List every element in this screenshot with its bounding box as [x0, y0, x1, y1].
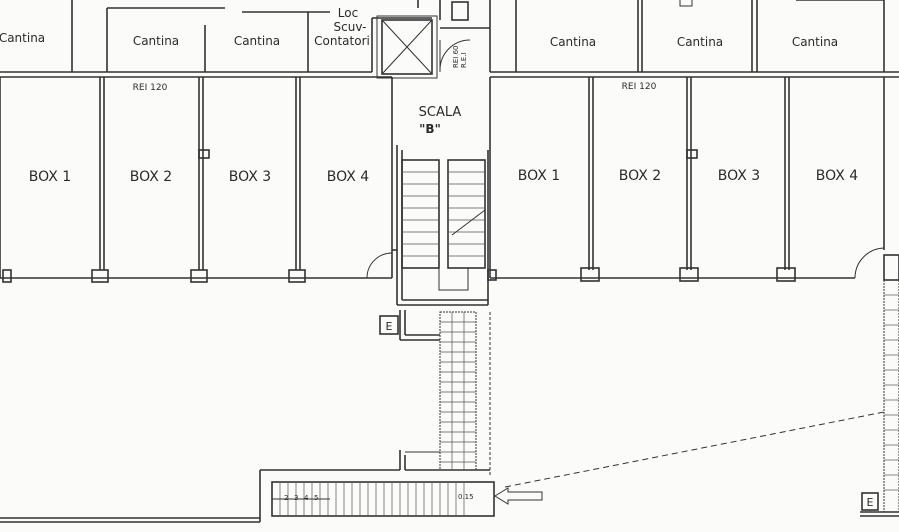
cantina-label: Cantina [677, 35, 723, 49]
loc-label-line2: Scuv- [334, 20, 367, 34]
rei-door-label: REI 60 [452, 46, 460, 68]
cantina-label: Cantina [792, 35, 838, 49]
loc-label-line3: Contatori [314, 34, 370, 48]
step-number: 3 [294, 494, 298, 502]
ramp-slope-label: 0.15 [458, 493, 474, 501]
box-label: BOX 4 [816, 168, 859, 184]
box-row-right [489, 77, 899, 282]
elevator-shaft [381, 19, 433, 75]
box-label: BOX 1 [29, 169, 71, 185]
stair-b: SCALA "B" [366, 105, 497, 306]
exit-marker [379, 315, 399, 335]
cantina-strip [0, 0, 899, 79]
exit-marker [861, 492, 879, 511]
scala-label: SCALA [419, 105, 462, 120]
cantina-label: Cantina [0, 31, 45, 45]
step-number: 4 [304, 494, 309, 502]
rei-label-right: REI 120 [622, 82, 657, 92]
cantina-label: Cantina [234, 34, 280, 48]
rei-door-label: R.E.I [460, 52, 468, 68]
step-number: 2 [284, 494, 288, 502]
cantina-label: Cantina [133, 34, 179, 48]
corridor: E [0, 279, 899, 523]
box-row-left [0, 77, 393, 283]
ramp-arrow [494, 487, 543, 505]
exit-label-left: E [386, 320, 393, 333]
loc-label-line1: Loc [338, 6, 358, 20]
box-label: BOX 2 [619, 168, 661, 184]
rei-label-left: REI 120 [133, 83, 168, 93]
box-label: BOX 3 [229, 169, 271, 185]
box-label: BOX 1 [518, 168, 560, 184]
box-label: BOX 4 [327, 169, 370, 185]
cantina-label: Cantina [550, 35, 596, 49]
scala-b-label: "B" [419, 122, 441, 136]
box-label: BOX 3 [718, 168, 760, 184]
exit-label-right: E [867, 496, 874, 509]
step-number: 5 [314, 494, 318, 502]
box-label: BOX 2 [130, 169, 172, 185]
